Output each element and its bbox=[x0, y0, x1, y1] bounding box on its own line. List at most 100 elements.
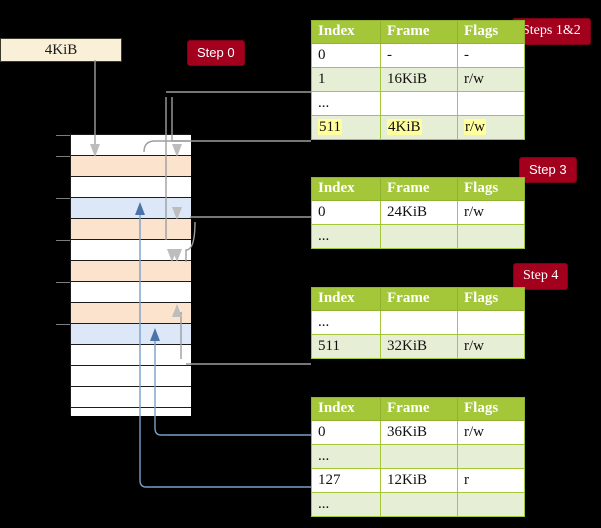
table-level-2: Index Frame Flags 0 24KiB r/w ... bbox=[311, 177, 525, 249]
cell-frame: 12KiB bbox=[380, 468, 458, 493]
memory-frames-column bbox=[70, 134, 191, 416]
cell-index: ... bbox=[311, 224, 381, 249]
table-row: 511 32KiB r/w bbox=[311, 334, 525, 359]
cell-frame: 4KiB bbox=[380, 115, 458, 140]
badge-step-3: Step 3 bbox=[520, 158, 576, 182]
table-row-ellipsis: ... bbox=[311, 310, 525, 335]
table-level-4: Index Frame Flags 0 36KiB r/w ... 127 12… bbox=[311, 397, 525, 517]
column-header-frame: Frame bbox=[380, 397, 458, 421]
cell-frame bbox=[380, 224, 458, 249]
column-header-frame: Frame bbox=[380, 287, 458, 311]
column-header-index: Index bbox=[311, 287, 381, 311]
cell-flags: r/w bbox=[457, 115, 525, 140]
cell-flags: r/w bbox=[457, 334, 525, 359]
source-frame-label: 4KiB bbox=[44, 41, 78, 58]
badge-step-4: Step 4 bbox=[514, 264, 568, 289]
table-header-row: Index Frame Flags bbox=[311, 177, 525, 201]
cell-index: 1 bbox=[311, 67, 381, 92]
memory-tick-mark bbox=[56, 198, 70, 199]
memory-row bbox=[71, 198, 191, 219]
badge-step-4-label: Step 4 bbox=[523, 268, 559, 283]
cell-flags: r/w bbox=[457, 200, 525, 225]
cell-flags: r/w bbox=[457, 420, 525, 445]
column-header-frame: Frame bbox=[380, 20, 458, 44]
cell-frame: - bbox=[380, 43, 458, 68]
cell-index: 511 bbox=[311, 334, 381, 359]
memory-tick-mark bbox=[56, 135, 70, 136]
wire-table1-511-to-spine bbox=[171, 97, 311, 142]
table-row: 127 12KiB r bbox=[311, 468, 525, 493]
table-row: 0 36KiB r/w bbox=[311, 420, 525, 445]
cell-index: 0 bbox=[311, 420, 381, 445]
memory-row bbox=[71, 345, 191, 366]
cell-flags bbox=[457, 310, 525, 335]
badge-step-0-label: Step 0 bbox=[197, 45, 235, 60]
memory-row bbox=[71, 156, 191, 177]
column-header-flags: Flags bbox=[457, 20, 525, 44]
cell-flags-value: r/w bbox=[464, 118, 486, 135]
table-row-ellipsis: ... bbox=[311, 224, 525, 249]
table-row-highlighted: 511 4KiB r/w bbox=[311, 115, 525, 140]
column-header-flags: Flags bbox=[457, 177, 525, 201]
cell-frame: 24KiB bbox=[380, 200, 458, 225]
cell-frame-value: 4KiB bbox=[387, 118, 422, 135]
column-header-index: Index bbox=[311, 397, 381, 421]
cell-flags: r bbox=[457, 468, 525, 493]
memory-tick-mark bbox=[56, 282, 70, 283]
table-row: 0 - - bbox=[311, 43, 525, 68]
column-header-frame: Frame bbox=[380, 177, 458, 201]
badge-steps-1-and-2: Steps 1&2 bbox=[513, 19, 590, 44]
memory-row bbox=[71, 135, 191, 156]
cell-frame bbox=[380, 492, 458, 517]
cell-flags: r/w bbox=[457, 67, 525, 92]
cell-frame bbox=[380, 310, 458, 335]
table-level-3: Index Frame Flags ... 511 32KiB r/w bbox=[311, 287, 525, 359]
memory-row bbox=[71, 408, 191, 416]
memory-tick-mark bbox=[56, 240, 70, 241]
memory-row bbox=[71, 366, 191, 387]
memory-row bbox=[71, 219, 191, 240]
memory-row bbox=[71, 282, 191, 303]
cell-index: ... bbox=[311, 492, 381, 517]
table-row: 0 24KiB r/w bbox=[311, 200, 525, 225]
cell-index-value: 511 bbox=[318, 118, 342, 135]
table-row-ellipsis: ... bbox=[311, 492, 525, 517]
cell-flags bbox=[457, 492, 525, 517]
memory-row bbox=[71, 324, 191, 345]
table-row-ellipsis: ... bbox=[311, 444, 525, 469]
cell-flags bbox=[457, 91, 525, 116]
cell-index: ... bbox=[311, 91, 381, 116]
cell-index: 0 bbox=[311, 43, 381, 68]
memory-row bbox=[71, 303, 191, 324]
badge-step-3-label: Step 3 bbox=[529, 162, 567, 177]
cell-index: ... bbox=[311, 444, 381, 469]
memory-tick-mark bbox=[56, 156, 70, 157]
table-header-row: Index Frame Flags bbox=[311, 20, 525, 44]
memory-row bbox=[71, 240, 191, 261]
cell-index: 511 bbox=[311, 115, 381, 140]
cell-flags bbox=[457, 444, 525, 469]
badge-step-0: Step 0 bbox=[188, 41, 244, 65]
cell-frame bbox=[380, 444, 458, 469]
cell-index: 0 bbox=[311, 200, 381, 225]
memory-row bbox=[71, 387, 191, 408]
cell-frame: 36KiB bbox=[380, 420, 458, 445]
table-header-row: Index Frame Flags bbox=[311, 287, 525, 311]
column-header-flags: Flags bbox=[457, 397, 525, 421]
cell-flags bbox=[457, 224, 525, 249]
memory-tick-mark bbox=[56, 324, 70, 325]
cell-flags: - bbox=[457, 43, 525, 68]
column-header-flags: Flags bbox=[457, 287, 525, 311]
cell-index: 127 bbox=[311, 468, 381, 493]
column-header-index: Index bbox=[311, 177, 381, 201]
table-header-row: Index Frame Flags bbox=[311, 397, 525, 421]
table-level-1: Index Frame Flags 0 - - 1 16KiB r/w ... bbox=[311, 20, 525, 140]
cell-frame bbox=[380, 91, 458, 116]
cell-frame: 16KiB bbox=[380, 67, 458, 92]
source-frame-box: 4KiB bbox=[0, 38, 122, 62]
table-row: 1 16KiB r/w bbox=[311, 67, 525, 92]
memory-row bbox=[71, 261, 191, 282]
column-header-index: Index bbox=[311, 20, 381, 44]
table-row-ellipsis: ... bbox=[311, 91, 525, 116]
